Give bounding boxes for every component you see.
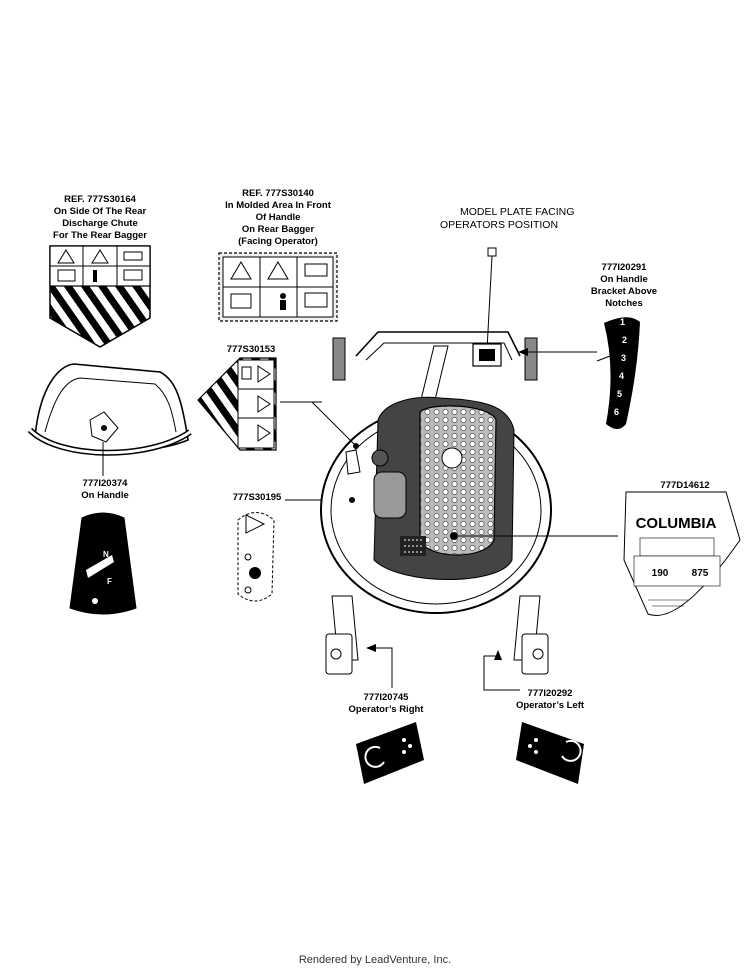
columbia-decal: COLUMBIA 190 875 [623, 491, 741, 616]
rear-bagger-decal [218, 252, 338, 322]
columbia-model-right: 875 [692, 568, 709, 579]
bag-frame [27, 363, 192, 476]
label-handle-bracket: 777I20291 On Handle Bracket Above Notche… [590, 262, 658, 309]
forward-letter: F [107, 577, 112, 586]
notch-4: 4 [619, 371, 625, 381]
mower-illustration [280, 331, 618, 691]
label-model-plate: MODEL PLATE FACING OPERATORS POSITION [440, 206, 575, 231]
label-columbia-decal: 777D14612 [660, 480, 710, 491]
neutral-letter: N [103, 550, 109, 559]
columbia-model-left: 190 [652, 568, 669, 579]
notch-5: 5 [617, 389, 623, 399]
label-operators-left: 777I20292 Operator’s Left [515, 688, 585, 711]
notch-decal [596, 317, 640, 429]
notch-3: 3 [621, 353, 627, 363]
label-side-decal: 777S30153 [226, 344, 276, 355]
notch-6: 6 [614, 407, 620, 417]
notch-1: 1 [620, 317, 626, 327]
handle-speed-decal: N F [69, 512, 137, 615]
footer-credit: Rendered by LeadVenture, Inc. [298, 954, 452, 966]
label-rear-discharge: REF. 777S30164 On Side Of The Rear Disch… [53, 194, 147, 241]
label-operators-right: 777I20745 Operator’s Right [348, 692, 424, 715]
model-plate-leader [472, 247, 502, 367]
rear-discharge-decal [49, 245, 151, 348]
label-on-handle: 777I20374 On Handle [81, 478, 129, 501]
label-engine-decal: 777S30195 [232, 492, 282, 503]
side-triangle-decal [197, 357, 322, 451]
label-rear-bagger: REF. 777S30140 In Molded Area In Front O… [225, 188, 331, 247]
columbia-brand: COLUMBIA [636, 515, 717, 532]
operators-right-decal [356, 722, 424, 784]
notch-2: 2 [622, 335, 628, 345]
operators-left-decal [516, 722, 584, 784]
